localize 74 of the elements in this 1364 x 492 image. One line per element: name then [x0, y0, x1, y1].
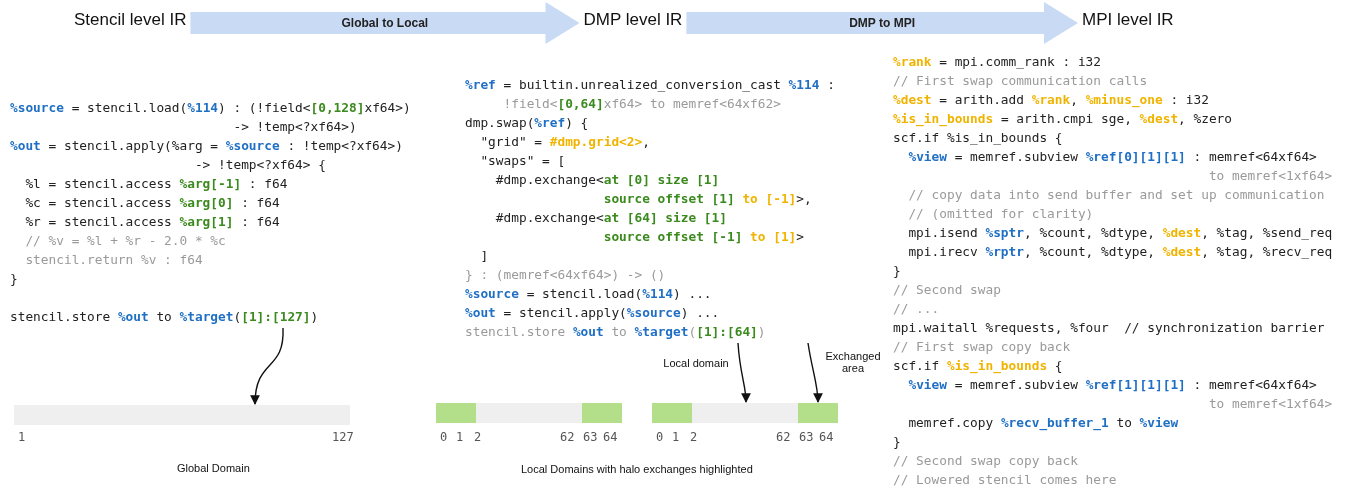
panel-title: MPI level IR — [1082, 6, 1174, 34]
code-line: // Second swap — [893, 281, 1002, 299]
code-line: to memref<1xf64> — [1207, 395, 1333, 413]
edge-label: Global to Local — [341, 16, 429, 30]
code-line: stencil.store %out to %target([1]:[127]) — [10, 308, 320, 326]
tick-label: 64 — [819, 430, 834, 444]
code-line: %l = stencil.access %arg[-1] : f64 — [24, 175, 289, 193]
code-line: // Second swap copy back — [893, 452, 1079, 470]
code-line: // ... — [893, 300, 941, 318]
code-line: mpi.waitall %requests, %four // synchronization barrier — [893, 319, 1326, 337]
code-line: // copy data into send buffer and set up communication — [907, 186, 1326, 204]
code-line: } — [893, 262, 902, 280]
code-line: // Lowered stencil comes here — [893, 471, 1118, 489]
code-line: %r = stencil.access %arg[1] : f64 — [24, 213, 281, 231]
code-line: memref.copy %recv_buffer_1 to %view — [907, 414, 1180, 432]
code-line: stencil.return %v : f64 — [24, 251, 204, 269]
tick-label: 127 — [332, 430, 354, 444]
code-line: mpi.isend %sptr, %count, %dtype, %dest, %tag, %send_req — [907, 224, 1333, 242]
code-line: } — [893, 433, 902, 451]
code-line: } — [10, 270, 19, 288]
block-arrow — [686, 2, 1078, 44]
code-line: scf.if %is_in_bounds { — [893, 357, 1064, 375]
code-line: mpi.irecv %rptr, %count, %dtype, %dest, %tag, %recv_req — [907, 243, 1333, 261]
code-line: %c = stencil.access %arg[0] : f64 — [24, 194, 281, 212]
tick-label: 1 — [456, 430, 464, 444]
code-line: // (omitted for clarity) — [907, 205, 1095, 223]
tick-label: 2 — [474, 430, 482, 444]
tick-label: 0 — [656, 430, 664, 444]
arrow — [250, 327, 284, 405]
code-line: %rank = mpi.comm_rank : i32 — [893, 53, 1103, 71]
tick-label: 63 — [799, 430, 814, 444]
code-line: } : (memref<64xf64>) -> () — [465, 266, 667, 284]
bar-label: Global Domain — [177, 462, 250, 474]
arrow — [737, 342, 751, 403]
code-line: %view = memref.subview %ref[0][1][1] : memref<64xf64> — [907, 148, 1318, 166]
code-line: to memref<1xf64> — [1207, 167, 1333, 185]
tick-label: 0 — [440, 430, 448, 444]
code-line: -> !temp<?xf64> { — [193, 156, 327, 174]
code-line: %view = memref.subview %ref[1][1][1] : memref<64xf64> — [907, 376, 1318, 394]
panel-title: Stencil level IR — [74, 6, 187, 34]
code-line: ] — [479, 247, 490, 265]
code-line: source offset [-1] to [1]> — [602, 228, 806, 246]
code-line: // First swap copy back — [893, 338, 1072, 356]
tick-label: 1 — [672, 430, 680, 444]
code-line: // %v = %l + %r - 2.0 * %c — [24, 232, 227, 250]
panel-title: DMP level IR — [583, 6, 683, 34]
tick-label: 64 — [603, 430, 618, 444]
code-line: source offset [1] to [-1]>, — [602, 190, 813, 208]
edge-label: DMP to MPI — [849, 16, 915, 30]
code-line: %dest = arith.add %rank, %minus_one : i32 — [893, 91, 1210, 109]
arrow — [807, 342, 823, 403]
code-line: // First swap communication calls — [893, 72, 1149, 90]
code-line: "swaps" = [ — [479, 152, 567, 170]
code-line: %source = stencil.load(%114) : (!field<[0,128]xf64>) — [10, 99, 411, 117]
tick-label: 62 — [776, 430, 791, 444]
code-line: %out = stencil.apply(%source) ... — [465, 304, 721, 322]
code-line: scf.if %is_in_bounds { — [893, 129, 1064, 147]
code-line: dmp.swap(%ref) { — [465, 114, 590, 132]
code-line: "grid" = #dmp.grid<2>, — [479, 133, 651, 151]
tick-label: 62 — [560, 430, 575, 444]
code-line: -> !temp<?xf64>) — [232, 118, 358, 136]
tick-label: 63 — [583, 430, 598, 444]
code-line: %source = stencil.load(%114) ... — [465, 285, 713, 303]
code-line: stencil.store %out to %target([1]:[64]) — [465, 323, 767, 341]
code-line: %ref = builtin.unrealized_conversion_cast %114 : — [465, 76, 835, 94]
caption: Local Domains with halo exchanges highlighted — [521, 463, 753, 475]
code-line: %is_in_bounds = arith.cmpi sge, %dest, %zero — [893, 110, 1234, 128]
block-arrow — [190, 2, 580, 44]
code-line: #dmp.exchange<at [0] size [1] — [494, 171, 721, 189]
code-line: !field<[0,64]xf64> to memref<64xf62> — [502, 95, 782, 113]
tick-label: 1 — [18, 430, 26, 444]
tick-label: 2 — [690, 430, 698, 444]
code-line: #dmp.exchange<at [64] size [1] — [494, 209, 728, 227]
code-line: %out = stencil.apply(%arg = %source : !temp<?xf64>) — [10, 137, 404, 155]
